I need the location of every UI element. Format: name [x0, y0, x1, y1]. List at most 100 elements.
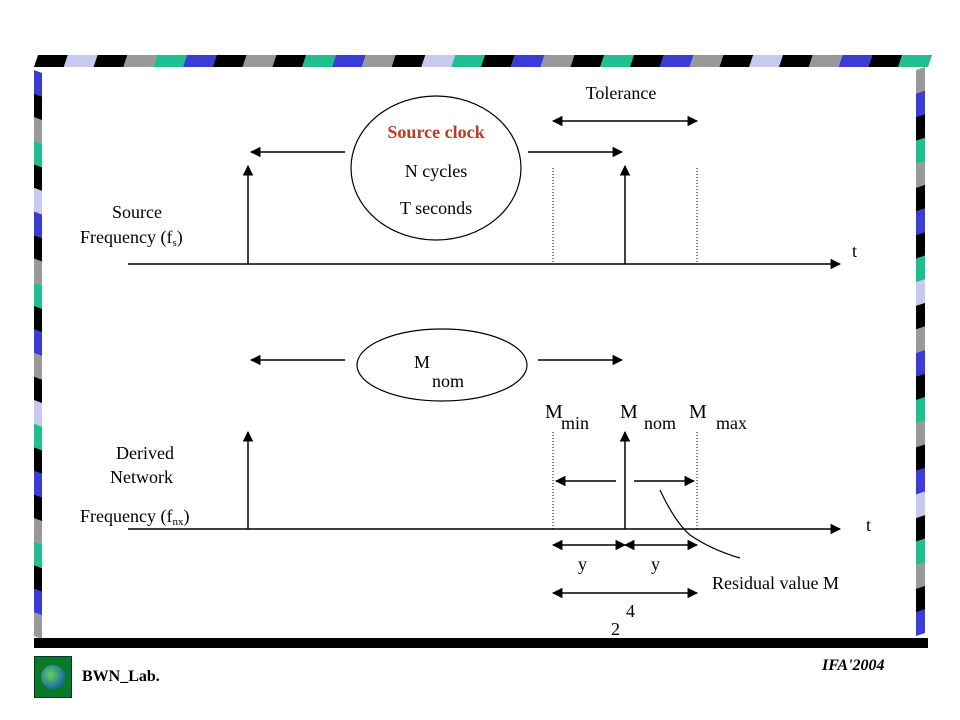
border-segment [916, 467, 925, 495]
border-segment [916, 373, 925, 401]
border-segment [916, 232, 925, 259]
m-nom-mid-M: M [620, 401, 638, 423]
source-axis-label-line1: Source [112, 202, 162, 222]
border-segment [916, 302, 925, 330]
border-segment [34, 235, 42, 262]
tolerance-label: Tolerance [585, 83, 657, 103]
lab-logo-icon [34, 656, 72, 698]
border-segment [510, 55, 545, 67]
top-border-stripe [34, 55, 932, 67]
derived-axis-label-line1: Derived [116, 443, 174, 463]
right-border-stripe [916, 67, 925, 636]
m-nom-ellipse [356, 328, 528, 402]
border-segment [916, 444, 925, 471]
border-segment [34, 541, 42, 569]
y-left-label: y [578, 554, 587, 574]
border-segment [302, 55, 336, 67]
border-segment [916, 420, 925, 448]
border-segment [779, 55, 813, 67]
border-segment [451, 55, 485, 67]
border-segment [916, 137, 925, 165]
border-segment [916, 397, 925, 424]
residual-value-label: Residual value M [712, 573, 839, 593]
border-segment [34, 55, 68, 67]
conference-label: IFA'2004 [822, 657, 885, 674]
border-segment [34, 187, 42, 215]
border-segment [916, 538, 925, 566]
border-segment [749, 55, 783, 67]
border-segment [481, 55, 515, 67]
residual-pointer [659, 489, 741, 559]
border-segment [272, 55, 307, 67]
border-segment [34, 400, 42, 427]
bottom-border-bar [34, 638, 928, 648]
border-segment [916, 491, 925, 519]
border-segment [808, 55, 843, 67]
border-segment [838, 55, 873, 67]
border-segment [916, 609, 925, 636]
border-segment [34, 164, 42, 191]
border-segment [916, 90, 925, 118]
border-segment [63, 55, 98, 67]
border-segment [34, 494, 42, 522]
border-segment [34, 305, 42, 333]
border-segment [34, 353, 42, 380]
border-segment [123, 55, 158, 67]
border-segment [916, 208, 925, 236]
t-seconds-label: T seconds [399, 198, 473, 218]
border-segment [421, 55, 456, 67]
border-segment [916, 562, 925, 589]
border-segment [34, 376, 42, 404]
derived-axis-label-line2: Network [110, 467, 173, 487]
border-segment [659, 55, 694, 67]
left-border-stripe [34, 70, 42, 639]
m-min-sub: min [561, 413, 590, 433]
m-nom-M: M [414, 352, 431, 372]
y-right-label: y [651, 554, 660, 574]
border-segment [540, 55, 575, 67]
border-segment [719, 55, 754, 67]
power-exponent: 4 [626, 601, 635, 621]
border-segment [916, 114, 925, 141]
border-segment [242, 55, 277, 67]
border-segment [34, 423, 42, 451]
border-segment [212, 55, 247, 67]
border-segment [570, 55, 605, 67]
power-base: 2 [611, 619, 620, 639]
border-segment [916, 161, 925, 188]
brand-label: BWN_Lab. [82, 668, 160, 685]
border-segment [34, 140, 42, 168]
border-segment [916, 585, 925, 613]
border-segment [916, 350, 925, 377]
border-segment [630, 55, 664, 67]
border-segment [916, 67, 925, 94]
m-nom-mid-sub: nom [644, 413, 677, 433]
n-cycles-label: N cycles [404, 161, 468, 181]
border-segment [332, 55, 366, 67]
derived-axis-label-line3: Frequency (fnx) [80, 506, 190, 528]
border-segment [34, 612, 42, 639]
border-segment [34, 329, 42, 356]
source-clock-ellipse [350, 95, 522, 241]
m-min-M: M [545, 401, 563, 423]
derived-time-label: t [866, 515, 872, 535]
border-segment [153, 55, 187, 67]
source-axis-label-line2: Frequency (fs) [80, 227, 183, 249]
border-segment [916, 515, 925, 542]
footer-brand: BWN_Lab. [34, 656, 160, 698]
border-segment [34, 565, 42, 592]
border-segment [391, 55, 426, 67]
border-segment [916, 184, 925, 212]
source-time-label: t [852, 241, 858, 261]
border-segment [361, 55, 396, 67]
source-clock-title: Source clock [387, 122, 485, 142]
border-segment [34, 211, 42, 239]
border-segment [34, 258, 42, 286]
border-segment [34, 588, 42, 616]
border-segment [34, 518, 42, 545]
border-segment [34, 447, 42, 474]
m-max-sub: max [716, 413, 747, 433]
border-segment [34, 93, 42, 121]
border-segment [600, 55, 634, 67]
